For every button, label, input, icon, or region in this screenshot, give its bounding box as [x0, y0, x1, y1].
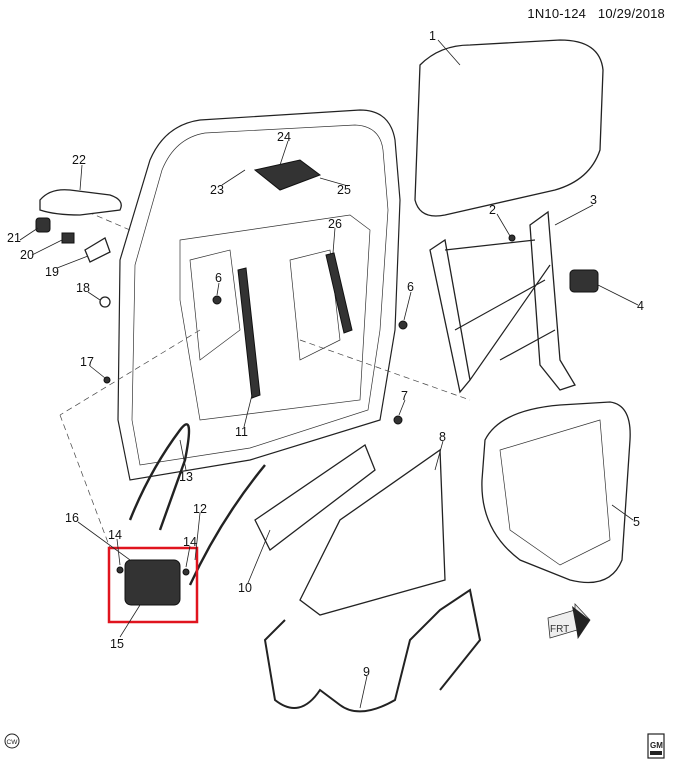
door-inner-panel [59, 109, 471, 549]
window-regulator [429, 210, 599, 394]
callout-7: 7 [401, 389, 408, 403]
handle-bracket [84, 237, 111, 263]
callout-25: 25 [337, 183, 351, 197]
callout-labels: 1 2 3 4 5 6 6 7 8 9 10 11 12 13 14 14 15… [7, 29, 644, 679]
callout-10: 10 [238, 581, 252, 595]
sound-barrier [254, 444, 376, 551]
diagram-id: 1N10-124 [527, 6, 587, 21]
callout-14: 14 [108, 528, 122, 542]
diagram-header: 1N10-124 10/29/2018 [527, 6, 665, 21]
callout-18: 18 [76, 281, 90, 295]
lock-cylinder [61, 232, 75, 244]
handle-cap [35, 217, 51, 233]
handle-cable [188, 464, 266, 586]
callout-8: 8 [439, 430, 446, 444]
callout-26: 26 [328, 217, 342, 231]
outside-handle [39, 189, 122, 216]
wiring-harness [263, 588, 482, 713]
gm-text: GM [650, 741, 663, 750]
callout-24: 24 [277, 130, 291, 144]
callout-1: 1 [429, 29, 436, 43]
cw-badge: CW [4, 733, 20, 749]
gm-logo: GM [647, 733, 665, 759]
callout-21: 21 [7, 231, 21, 245]
callout-14b: 14 [183, 535, 197, 549]
door-latch [124, 559, 181, 606]
door-module-carrier [481, 401, 631, 584]
callout-19: 19 [45, 265, 59, 279]
window-channel-rear [237, 267, 261, 399]
lock-cable [128, 423, 191, 531]
cw-text: CW [7, 739, 19, 746]
callout-9: 9 [363, 665, 370, 679]
callout-2: 2 [489, 203, 496, 217]
callout-13: 13 [179, 470, 193, 484]
water-deflector [299, 448, 446, 616]
window-channel-front [325, 252, 353, 334]
callout-4: 4 [637, 299, 644, 313]
callout-15: 15 [110, 637, 124, 651]
callout-23: 23 [210, 183, 224, 197]
window-glass [414, 39, 604, 217]
callout-3: 3 [590, 193, 597, 207]
callout-5: 5 [633, 515, 640, 529]
front-label: FRT [550, 624, 569, 635]
callout-11: 11 [235, 425, 248, 439]
callout-16: 16 [65, 511, 79, 525]
leader-lines [19, 39, 639, 709]
diagram-date: 10/29/2018 [597, 6, 665, 21]
callout-22: 22 [72, 153, 86, 167]
callout-6b: 6 [407, 280, 414, 294]
callout-20: 20 [20, 248, 34, 262]
callout-17: 17 [80, 355, 94, 369]
fasteners [103, 234, 516, 576]
plug [99, 296, 111, 308]
front-direction-arrow: FRT [547, 602, 591, 640]
callout-6: 6 [215, 271, 222, 285]
callout-12: 12 [193, 502, 207, 516]
highlight-box [107, 546, 199, 624]
inside-handle [253, 159, 322, 191]
